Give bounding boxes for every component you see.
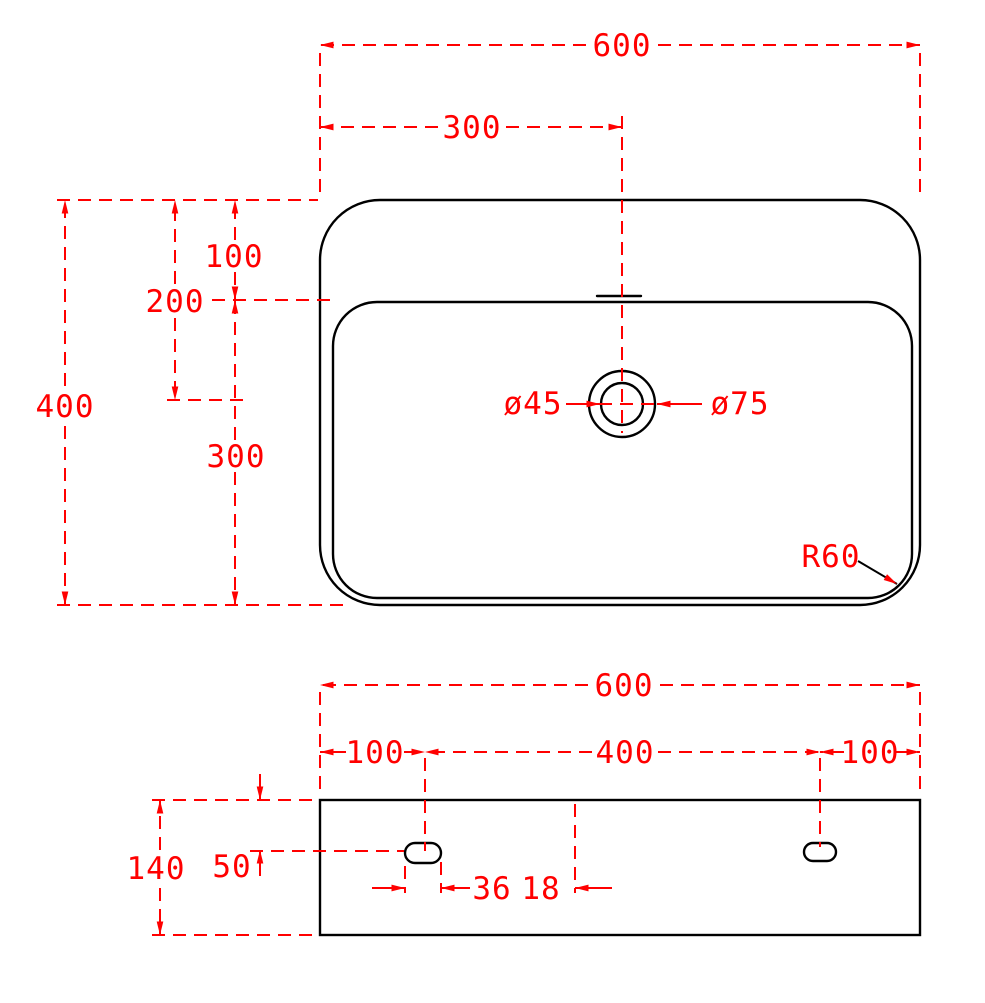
dim-drain-center-offset: 200 [146,199,247,401]
dim-overall-width-top: 600 [319,28,921,193]
dim-label-drain-center-offset: 200 [146,284,205,320]
dim-label-slot-width: 36 [472,871,511,907]
dim-slot-width: 36 [372,862,511,907]
radius-leader-line [857,560,898,585]
dim-overall-width-front: 600 [319,668,921,797]
dim-hole-spacing: 400 [424,735,821,771]
top-view: 600 300 400 200 100 [36,28,922,607]
front-body-outline [318,798,922,937]
left-mounting-slot [403,841,443,865]
dim-label-right-hole-offset: 100 [841,735,900,771]
dim-left-hole-offset: 100 [319,735,426,771]
dim-height: 140 [127,799,318,936]
dim-right-hole-offset: 100 [819,735,921,771]
dim-slot-height: 18 [521,804,612,907]
dim-label-drain-inner-diameter: ø45 [504,386,563,422]
dim-deck-depth: 100 [205,199,331,301]
dim-hole-top-offset: 50 [212,774,404,885]
front-view: 600 100 400 100 140 [127,668,922,937]
dim-center-offset: 300 [319,110,623,146]
dim-label-hole-top-offset: 50 [212,849,251,885]
dim-label-deck-depth: 100 [205,239,264,275]
dim-label-hole-spacing: 400 [596,735,655,771]
dim-label-bowl-depth: 300 [207,439,266,475]
dim-label-slot-height: 18 [521,871,560,907]
dim-label-corner-radius: R60 [802,539,861,575]
dim-label-left-hole-offset: 100 [346,735,405,771]
dim-label-drain-outer-diameter: ø75 [711,386,770,422]
dim-corner-radius: R60 [802,539,898,585]
dim-label-overall-width-top: 600 [593,28,652,64]
basin-outer-outline [318,198,922,607]
dim-label-overall-depth: 400 [36,389,95,425]
dim-label-center-offset: 300 [443,110,502,146]
dim-drain-diameters: ø45 ø75 [504,386,770,422]
dim-label-height: 140 [127,851,186,887]
basin-bowl-outline [331,300,914,600]
dim-overall-depth: 400 [36,199,348,606]
dim-label-overall-width-front: 600 [595,668,654,704]
dim-bowl-depth: 300 [207,299,266,606]
